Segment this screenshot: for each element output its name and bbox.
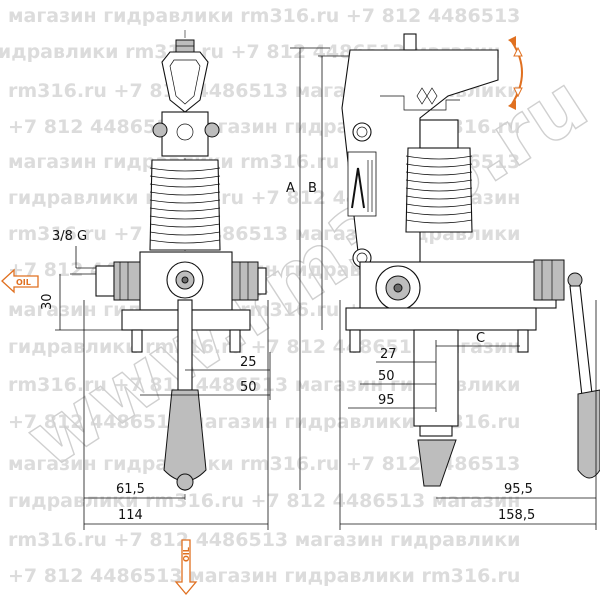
dim-30: 30 — [40, 293, 55, 310]
side-lever-rod — [569, 285, 593, 397]
dim-27: 27 — [380, 347, 397, 362]
oil-left-label: OIL — [16, 278, 31, 287]
dim-50-right: 50 — [378, 369, 395, 384]
watermark-row: +7 812 4486513 магазин гидравлики rm316.… — [8, 565, 520, 587]
dim-95: 95 — [378, 393, 395, 408]
dim-B: B — [308, 181, 317, 196]
lever-grip — [163, 389, 207, 482]
mount-bolt — [229, 329, 241, 353]
dim-158-5: 158,5 — [498, 508, 535, 523]
dim-114: 114 — [118, 508, 143, 523]
mount-bolt — [349, 329, 361, 353]
front-view: 3/8 G 30 OIL 25 50 61,5 114 OIL — [1, 30, 271, 596]
oil-port-arrow-icon: OIL — [174, 539, 198, 596]
bellows-side — [405, 119, 473, 233]
oil-bottom-label: OIL — [182, 547, 191, 562]
lever-rod — [177, 299, 193, 391]
watermark-row: гидравлики rm316.ru +7 812 4486513 магаз… — [8, 490, 520, 512]
dim-C: C — [476, 331, 485, 346]
handle-socket-loop — [161, 51, 209, 113]
pivot-nut-right — [204, 122, 220, 138]
lever-grip-end — [176, 473, 194, 491]
dim-61-5: 61,5 — [116, 482, 145, 497]
reservoir-nozzle — [417, 439, 457, 487]
right-port-fitting — [231, 261, 267, 301]
watermark-row: +7 812 4486513 магазин гидравлики rm316.… — [8, 411, 520, 433]
top-stub — [403, 33, 417, 51]
pivot-block — [161, 111, 209, 157]
dim-25: 25 — [240, 355, 257, 370]
bellows-front — [149, 159, 221, 251]
left-port-fitting — [95, 261, 141, 301]
pivot-nut-left — [152, 122, 168, 138]
dim-A: A — [286, 181, 295, 196]
watermark-row: rm316.ru +7 812 4486513 магазин гидравли… — [8, 374, 520, 396]
bracket-nut — [352, 122, 372, 142]
dim-95-5: 95,5 — [504, 482, 533, 497]
cavi-logo-icon — [347, 151, 377, 217]
rhombus-marks — [416, 87, 438, 105]
base-plate-side — [345, 307, 537, 331]
mount-bolt — [131, 329, 143, 353]
watermark-row: магазин гидравлики rm316.ru +7 812 44865… — [8, 453, 520, 475]
side-fitting — [533, 259, 565, 301]
lever-pivot — [567, 272, 583, 288]
watermark-row: магазин гидравлики rm316.ru +7 812 44865… — [8, 5, 520, 27]
side-view: A B — [286, 33, 600, 530]
rotation-arrow-icon — [508, 36, 523, 110]
mount-bolt — [517, 329, 529, 353]
side-lever-grip — [577, 389, 600, 479]
dim-50-left: 50 — [240, 380, 257, 395]
dim-thread: 3/8 G — [52, 229, 87, 244]
watermark-row: rm316.ru +7 812 4486513 магазин гидравли… — [8, 529, 520, 551]
oil-port-arrow-icon: OIL — [1, 268, 39, 294]
